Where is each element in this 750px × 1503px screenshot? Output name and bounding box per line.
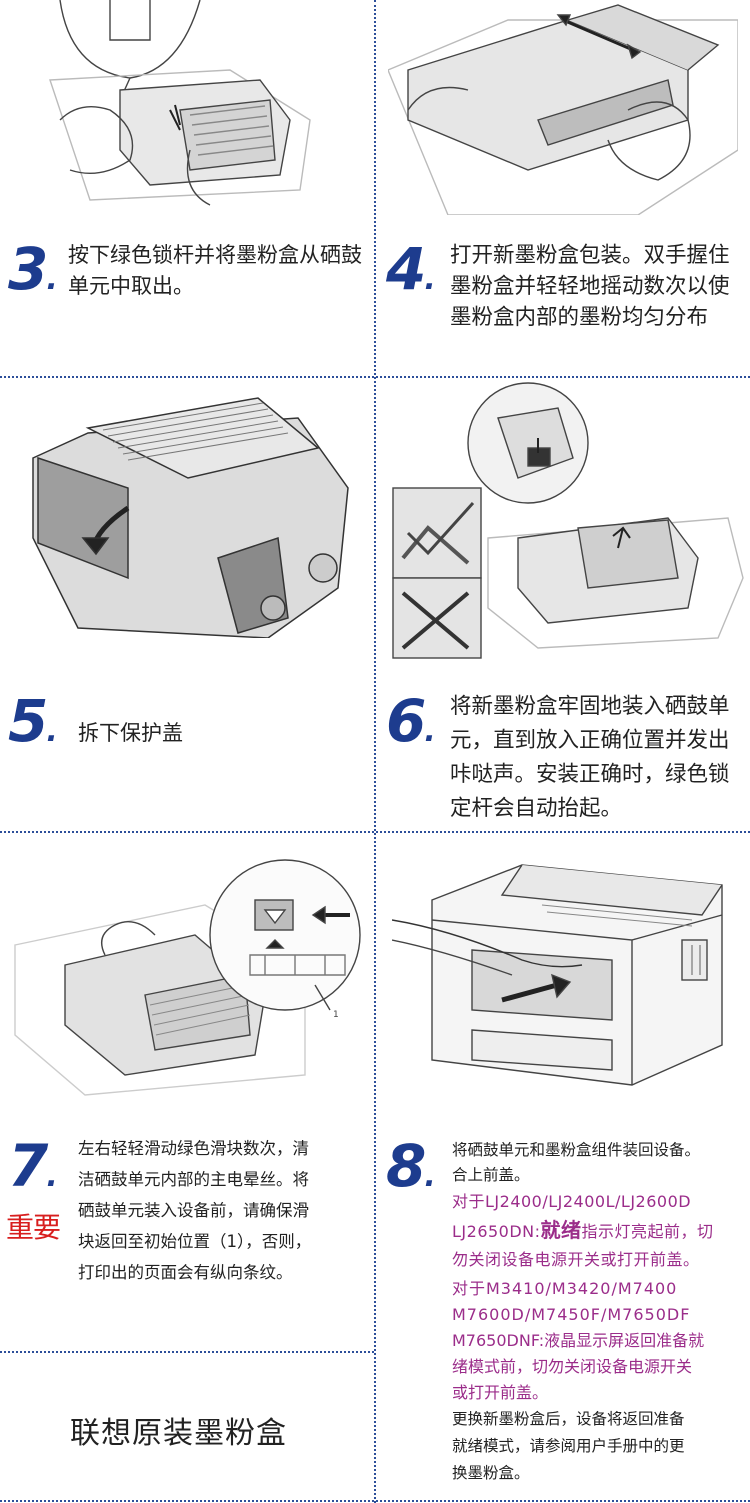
illustration-install-toner <box>388 378 748 668</box>
step-number: 8. <box>386 1132 436 1200</box>
outro-line: 就绪模式，请参阅用户手册中的更 <box>452 1437 685 1455</box>
step-6-text: 将新墨粉盒牢固地装入硒鼓单元，直到放入正确位置并发出咔哒声。安装正确时，绿色锁定… <box>450 694 730 821</box>
brand-title: 联想原装墨粉盒 <box>70 1416 287 1451</box>
model-group-b: 对于M3410/M3420/M7400 M7600D/M7450F/M7650D… <box>452 1276 748 1406</box>
step-7-line: 左右轻轻滑动绿色滑块数次，清 <box>78 1139 309 1158</box>
model-line: 绪模式前，切勿关闭设备电源开关 <box>452 1357 693 1376</box>
vertical-divider <box>374 0 376 1503</box>
step-7-line: 打印出的页面会有纵向条纹。 <box>78 1263 293 1282</box>
illustration-remove-toner <box>30 0 330 215</box>
step-number: 6. <box>386 687 436 755</box>
horizontal-divider <box>0 831 750 833</box>
step-8-intro-line: 合上前盖。 <box>452 1166 530 1184</box>
step-8-intro-line: 将硒鼓单元和墨粉盒组件装回设备。 <box>452 1141 701 1159</box>
model-line: M7650DNF:液晶显示屏返回准备就 <box>452 1331 705 1350</box>
step-7-text: 左右轻轻滑动绿色滑块数次，清 洁硒鼓单元内部的主电晕丝。将 硒鼓单元装入设备前，… <box>78 1133 368 1288</box>
step-number: 4. <box>386 235 436 303</box>
step-number: 3. <box>8 235 58 303</box>
model-line: 或打开前盖。 <box>452 1383 549 1402</box>
horizontal-divider <box>0 1351 374 1353</box>
model-line: 勿关闭设备电源开关或打开前盖。 <box>452 1250 700 1269</box>
step-number: 7. <box>8 1132 58 1200</box>
step-7-line: 硒鼓单元装入设备前，请确保滑 <box>78 1201 309 1220</box>
horizontal-divider <box>0 376 750 378</box>
illustration-remove-cover <box>18 388 363 638</box>
outro-line: 更换新墨粉盒后，设备将返回准备 <box>452 1410 685 1428</box>
step-number: 5. <box>8 687 58 755</box>
ready-keyword: 就绪 <box>540 1218 582 1242</box>
step-5-text: 拆下保护盖 <box>78 721 183 745</box>
illustration-shake-toner <box>388 0 738 215</box>
important-label: 重要 <box>6 1211 61 1244</box>
step-4-text: 打开新墨粉盒包装。双手握住墨粉盒并轻轻地摇动数次以使墨粉盒内部的墨粉均匀分布 <box>450 243 730 330</box>
step-7-line: 洁硒鼓单元内部的主电晕丝。将 <box>78 1170 309 1189</box>
step-8-outro: 更换新墨粉盒后，设备将返回准备 就绪模式，请参阅用户手册中的更 换墨粉盒。 <box>452 1406 748 1487</box>
model-group-a: 对于LJ2400/LJ2400L/LJ2600D LJ2650DN:就绪指示灯亮… <box>452 1188 748 1274</box>
model-line: M7600D/M7450F/M7650DF <box>452 1305 691 1324</box>
step-8-text: 将硒鼓单元和墨粉盒组件装回设备。 合上前盖。 对于LJ2400/LJ2400L/… <box>452 1138 748 1487</box>
model-line: 对于LJ2400/LJ2400L/LJ2600D <box>452 1192 692 1211</box>
illustration-reinstall-printer <box>392 860 742 1090</box>
callout-label: 1 <box>333 1010 339 1020</box>
model-line: LJ2650DN:就绪指示灯亮起前，切 <box>452 1218 714 1242</box>
outro-line: 换墨粉盒。 <box>452 1464 530 1482</box>
step-3-text: 按下绿色锁杆并将墨粉盒从硒鼓单元中取出。 <box>68 243 362 298</box>
illustration-slide-tab: 1 <box>5 845 370 1100</box>
step-7-line: 块返回至初始位置（1），否则， <box>78 1232 312 1251</box>
model-line: 对于M3410/M3420/M7400 <box>452 1279 678 1298</box>
horizontal-divider <box>0 1500 750 1502</box>
